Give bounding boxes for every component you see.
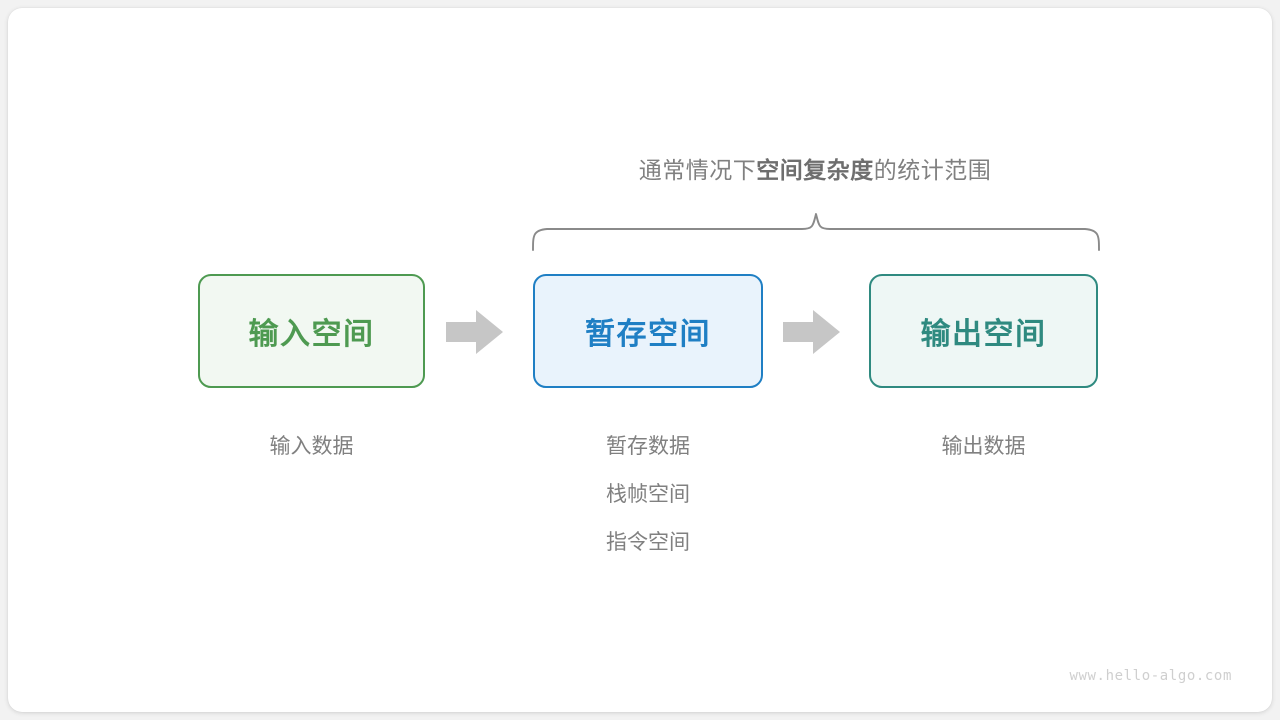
scope-label-emphasis: 空间复杂度 bbox=[756, 157, 874, 183]
right-arrow-icon bbox=[446, 310, 503, 354]
box-input-space: 输入空间 bbox=[198, 274, 425, 388]
right-arrow-icon bbox=[783, 310, 840, 354]
site-watermark: www.hello-algo.com bbox=[1069, 668, 1232, 684]
box-buffer-space-title: 暂存空间 bbox=[585, 318, 711, 351]
caption-item: 指令空间 bbox=[606, 531, 690, 554]
curly-brace-icon bbox=[532, 213, 1100, 251]
scope-label-suffix: 的统计范围 bbox=[873, 157, 992, 183]
diagram-card: 通常情况下空间复杂度的统计范围 输入空间 暂存空间 输出空间 输入数据 bbox=[8, 8, 1272, 712]
caption-item: 栈帧空间 bbox=[606, 483, 690, 506]
box-input-space-title: 输入空间 bbox=[248, 318, 375, 351]
scope-annotation-label: 通常情况下空间复杂度的统计范围 bbox=[8, 153, 1280, 187]
caption-list-output: 输出数据 bbox=[869, 423, 1098, 471]
box-output-space: 输出空间 bbox=[869, 274, 1098, 388]
caption-item: 输入数据 bbox=[269, 435, 354, 458]
scope-label-prefix: 通常情况下 bbox=[638, 157, 757, 183]
caption-item: 输出数据 bbox=[941, 435, 1026, 458]
box-buffer-space: 暂存空间 bbox=[533, 274, 763, 388]
caption-list-input: 输入数据 bbox=[198, 423, 425, 471]
caption-item: 暂存数据 bbox=[606, 435, 690, 458]
caption-list-buffer: 暂存数据 栈帧空间 指令空间 bbox=[533, 423, 763, 567]
box-output-space-title: 输出空间 bbox=[920, 318, 1047, 351]
